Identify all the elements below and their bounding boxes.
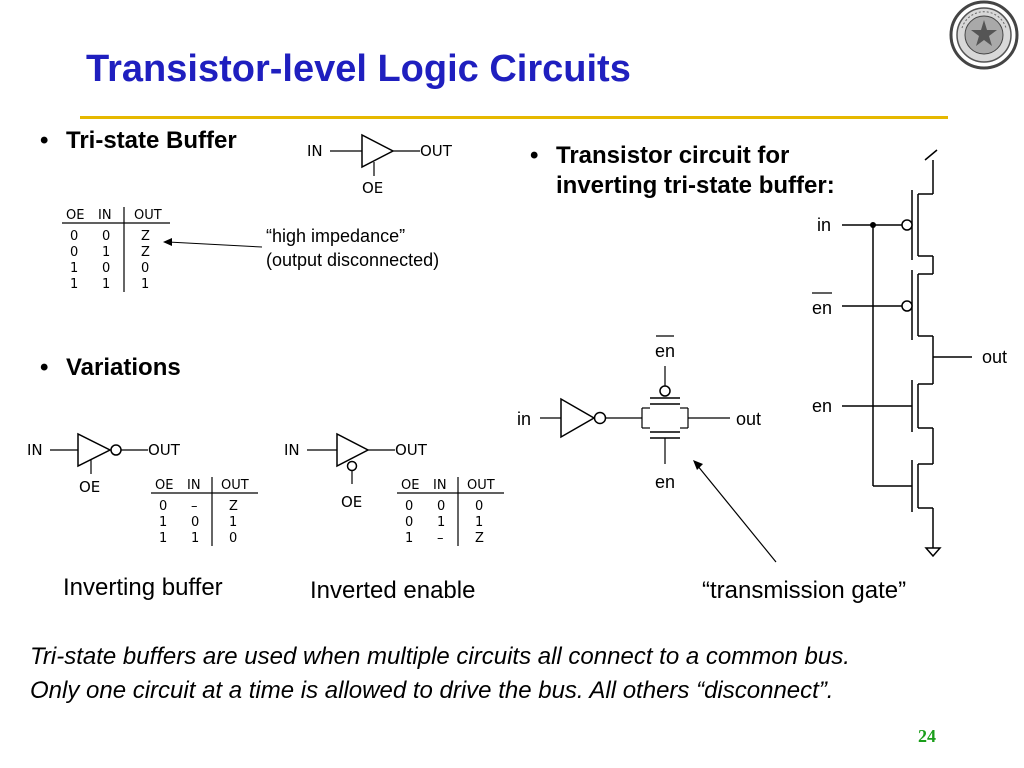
bullet-transistor-circuit: • Transistor circuit for inverting tri-st… bbox=[530, 141, 835, 201]
buffer-triangle-icon bbox=[336, 432, 370, 468]
table-cell: 1 bbox=[229, 515, 237, 530]
tristate-truth-table: OE IN OUT 0 0 Z 0 1 Z 1 0 0 1 1 1 bbox=[62, 207, 170, 292]
inv-enable-in-label: IN bbox=[284, 441, 300, 459]
bullet-text: Tri-state Buffer bbox=[66, 127, 237, 154]
inverter-triangle-icon bbox=[560, 397, 596, 439]
table-cell: 0 bbox=[159, 499, 167, 514]
tgate-out-label: out bbox=[736, 409, 761, 429]
high-impedance-annotation: “high impedance” (output disconnected) bbox=[266, 224, 439, 272]
inversion-bubble-icon bbox=[659, 385, 671, 397]
table-cell: 1 bbox=[159, 515, 167, 530]
inverting-buffer-symbol: IN OUT OE bbox=[27, 432, 181, 496]
bullet-marker: • bbox=[530, 142, 539, 169]
table-cell: – bbox=[191, 499, 198, 514]
table-cell: 1 bbox=[102, 245, 110, 260]
buffer-triangle-icon bbox=[361, 133, 395, 169]
table-header-oe: OE bbox=[155, 478, 173, 493]
tristate-buffer-symbol: IN OUT OE bbox=[307, 133, 453, 197]
bottom-note-line1: Tri-state buffers are used when multiple… bbox=[30, 643, 850, 670]
inverted-enable-buffer-symbol: IN OUT OE bbox=[284, 432, 428, 511]
table-cell: 1 bbox=[70, 277, 78, 292]
inversion-bubble-icon bbox=[346, 460, 358, 472]
inv-buffer-oe-label: OE bbox=[79, 478, 100, 496]
table-cell: 1 bbox=[405, 531, 413, 546]
caption-inverted-enable: Inverted enable bbox=[310, 577, 476, 604]
inverting-buffer-truth-table: OE IN OUT 0 – Z 1 0 1 1 1 0 bbox=[151, 477, 258, 546]
table-header-in: IN bbox=[98, 208, 112, 223]
table-cell: Z bbox=[141, 245, 150, 260]
inv-enable-oe-label: OE bbox=[341, 493, 362, 511]
bullet-marker: • bbox=[40, 127, 49, 154]
table-cell: 0 bbox=[102, 229, 110, 244]
table-cell: Z bbox=[475, 531, 484, 546]
annotation-line2: (output disconnected) bbox=[266, 250, 440, 270]
university-seal-logo bbox=[949, 0, 1019, 70]
table-cell: 0 bbox=[437, 499, 445, 514]
transistor-out-label: out bbox=[982, 347, 1007, 367]
table-header-out: OUT bbox=[221, 478, 249, 493]
table-cell: 0 bbox=[229, 531, 237, 546]
table-cell: 1 bbox=[191, 531, 199, 546]
buffer-in-label: IN bbox=[307, 142, 323, 160]
buffer-oe-label: OE bbox=[362, 179, 383, 197]
bullet-tristate-buffer: • Tri-state Buffer bbox=[40, 126, 237, 156]
table-cell: 0 bbox=[191, 515, 199, 530]
inversion-bubble-icon bbox=[110, 444, 122, 456]
table-cell: 1 bbox=[437, 515, 445, 530]
table-cell: 1 bbox=[141, 277, 149, 292]
bottom-note: Tri-state buffers are used when multiple… bbox=[30, 640, 850, 708]
table-cell: 1 bbox=[102, 277, 110, 292]
table-header-out: OUT bbox=[467, 478, 495, 493]
table-cell: 0 bbox=[475, 499, 483, 514]
table-header-oe: OE bbox=[66, 208, 84, 223]
tgate-in-label: in bbox=[517, 409, 531, 429]
bullet-text: Variations bbox=[66, 354, 181, 381]
inversion-bubble-icon bbox=[593, 411, 607, 425]
inverter-triangle-icon bbox=[77, 432, 112, 468]
tgate-en-bar-label: en bbox=[655, 341, 675, 361]
bullet-text-line2: inverting tri-state buffer: bbox=[556, 172, 835, 199]
inv-buffer-in-label: IN bbox=[27, 441, 43, 459]
table-cell: 1 bbox=[475, 515, 483, 530]
page-number: 24 bbox=[918, 726, 936, 746]
transistor-in-label: in bbox=[817, 215, 831, 235]
bottom-note-line2: Only one circuit at a time is allowed to… bbox=[30, 677, 834, 704]
table-cell: 0 bbox=[70, 245, 78, 260]
table-cell: Z bbox=[141, 229, 150, 244]
table-header-oe: OE bbox=[401, 478, 419, 493]
transistor-circuit bbox=[842, 149, 972, 558]
inv-enable-out-label: OUT bbox=[395, 441, 428, 459]
table-cell: 0 bbox=[405, 515, 413, 530]
table-header-in: IN bbox=[433, 478, 447, 493]
buffer-out-label: OUT bbox=[420, 142, 453, 160]
transistor-en-bar-label: en bbox=[812, 298, 832, 318]
junction-dot bbox=[870, 222, 876, 228]
tgate-en-label: en bbox=[655, 472, 675, 492]
title-underline bbox=[80, 116, 948, 119]
annotation-arrow bbox=[163, 238, 263, 248]
bullet-variations: • Variations bbox=[40, 353, 181, 383]
table-cell: 0 bbox=[405, 499, 413, 514]
caption-transmission-gate: “transmission gate” bbox=[702, 577, 907, 604]
table-cell: – bbox=[437, 531, 444, 546]
table-header-in: IN bbox=[187, 478, 201, 493]
table-cell: 0 bbox=[141, 261, 149, 276]
table-cell: Z bbox=[229, 499, 238, 514]
page-title: Transistor-level Logic Circuits bbox=[86, 48, 631, 90]
table-cell: 0 bbox=[70, 229, 78, 244]
inv-buffer-out-label: OUT bbox=[148, 441, 181, 459]
caption-inverting-buffer: Inverting buffer bbox=[63, 574, 223, 601]
inverted-enable-truth-table: OE IN OUT 0 0 0 0 1 1 1 – Z bbox=[397, 477, 504, 546]
transistor-en-label: en bbox=[812, 396, 832, 416]
annotation-line1: “high impedance” bbox=[266, 226, 406, 246]
transmission-gate-circuit: in out en en bbox=[517, 335, 777, 563]
table-cell: 1 bbox=[159, 531, 167, 546]
bullet-text-line1: Transistor circuit for bbox=[556, 142, 790, 169]
bullet-marker: • bbox=[40, 354, 49, 381]
table-header-out: OUT bbox=[134, 208, 162, 223]
table-cell: 1 bbox=[70, 261, 78, 276]
table-cell: 0 bbox=[102, 261, 110, 276]
